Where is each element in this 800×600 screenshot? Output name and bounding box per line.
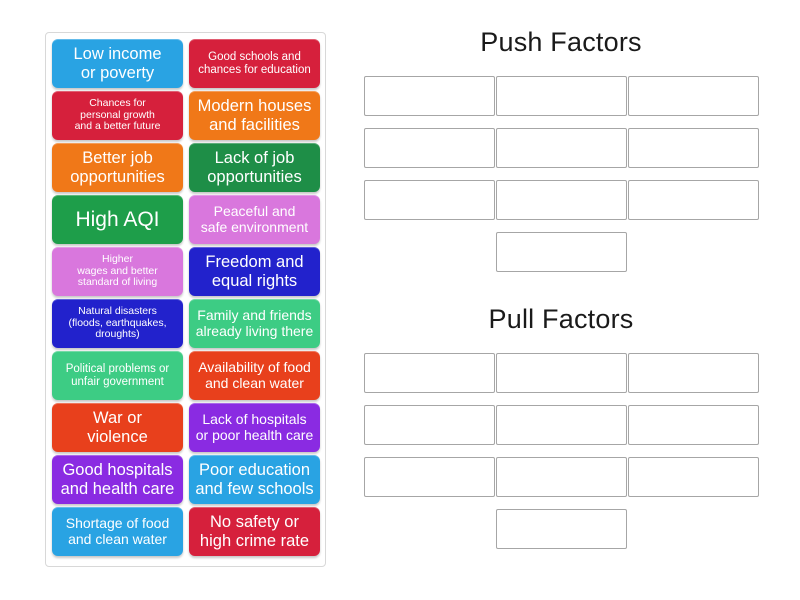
tile[interactable]: Poor education and few schools bbox=[189, 455, 320, 504]
tile-label: Lack of job opportunities bbox=[207, 149, 302, 186]
tile[interactable]: Natural disasters (floods, earthquakes, … bbox=[52, 299, 183, 348]
tile[interactable]: Modern houses and facilities bbox=[189, 91, 320, 140]
drop-slot[interactable] bbox=[495, 231, 627, 272]
pull-factors-slot-grid bbox=[352, 352, 770, 549]
tile-label: Lack of hospitals or poor health care bbox=[195, 410, 314, 443]
tile[interactable]: Freedom and equal rights bbox=[189, 247, 320, 296]
drop-slot[interactable] bbox=[363, 404, 495, 445]
tile[interactable]: Good schools and chances for education bbox=[189, 39, 320, 88]
tile[interactable]: Chances for personal growth and a better… bbox=[52, 91, 183, 140]
drop-slot[interactable] bbox=[363, 456, 495, 497]
tile-label: Poor education and few schools bbox=[195, 461, 314, 498]
tile[interactable]: Higher wages and better standard of livi… bbox=[52, 247, 183, 296]
drop-slot[interactable] bbox=[627, 127, 759, 168]
tile-label: Family and friends already living there bbox=[195, 306, 314, 339]
tile-label: Shortage of food and clean water bbox=[65, 514, 170, 547]
tile-label: Modern houses and facilities bbox=[197, 97, 312, 134]
tile[interactable]: High AQI bbox=[52, 195, 183, 244]
drop-slot[interactable] bbox=[627, 456, 759, 497]
tile-label: Political problems or unfair government bbox=[65, 362, 170, 388]
drop-slot[interactable] bbox=[627, 352, 759, 393]
drop-slot[interactable] bbox=[495, 456, 627, 497]
tile-label: No safety or high crime rate bbox=[199, 513, 310, 550]
pull-factors-title: Pull Factors bbox=[488, 304, 634, 334]
tile-label: Freedom and equal rights bbox=[205, 253, 304, 290]
tile-label: Chances for personal growth and a better… bbox=[74, 96, 161, 133]
push-factors-zone: Push Factors bbox=[352, 27, 770, 272]
drop-slot[interactable] bbox=[363, 75, 495, 116]
tile[interactable]: Good hospitals and health care bbox=[52, 455, 183, 504]
drop-slot[interactable] bbox=[495, 352, 627, 393]
tile[interactable]: Lack of hospitals or poor health care bbox=[189, 403, 320, 452]
tile-label: Natural disasters (floods, earthquakes, … bbox=[68, 304, 167, 341]
tile[interactable]: Shortage of food and clean water bbox=[52, 507, 183, 556]
drop-slot[interactable] bbox=[627, 404, 759, 445]
drop-slot[interactable] bbox=[495, 127, 627, 168]
tile-label: Low income or poverty bbox=[73, 45, 162, 82]
tile-label: Availability of food and clean water bbox=[198, 358, 311, 391]
tile[interactable]: Peaceful and safe environment bbox=[189, 195, 320, 244]
tile-label: Peaceful and safe environment bbox=[200, 202, 309, 235]
drop-slot[interactable] bbox=[627, 75, 759, 116]
drop-slot[interactable] bbox=[495, 508, 627, 549]
drop-slot[interactable] bbox=[363, 352, 495, 393]
drop-slot[interactable] bbox=[495, 75, 627, 116]
drop-slot[interactable] bbox=[363, 127, 495, 168]
drop-slot[interactable] bbox=[363, 179, 495, 220]
tile-label: Good schools and chances for education bbox=[198, 50, 311, 76]
tile-label: High AQI bbox=[75, 207, 160, 231]
tile-label: War or violence bbox=[87, 409, 148, 446]
drop-slot[interactable] bbox=[495, 404, 627, 445]
tile-grid: Low income or poverty Good schools and ch… bbox=[52, 39, 320, 556]
tile-label: Good hospitals and health care bbox=[60, 461, 175, 498]
push-factors-title: Push Factors bbox=[480, 27, 642, 57]
tile-label: Higher wages and better standard of livi… bbox=[77, 252, 158, 289]
drop-slot[interactable] bbox=[627, 179, 759, 220]
tile[interactable]: War or violence bbox=[52, 403, 183, 452]
pull-factors-zone: Pull Factors bbox=[352, 304, 770, 549]
tile[interactable]: Political problems or unfair government bbox=[52, 351, 183, 400]
tile[interactable]: Better job opportunities bbox=[52, 143, 183, 192]
tile[interactable]: Family and friends already living there bbox=[189, 299, 320, 348]
push-factors-slot-grid bbox=[352, 75, 770, 272]
draggable-tiles-panel: Low income or poverty Good schools and ch… bbox=[45, 32, 326, 567]
tile-label: Better job opportunities bbox=[70, 149, 165, 186]
drop-slot[interactable] bbox=[495, 179, 627, 220]
tile[interactable]: Lack of job opportunities bbox=[189, 143, 320, 192]
tile[interactable]: Low income or poverty bbox=[52, 39, 183, 88]
tile[interactable]: Availability of food and clean water bbox=[189, 351, 320, 400]
tile[interactable]: No safety or high crime rate bbox=[189, 507, 320, 556]
